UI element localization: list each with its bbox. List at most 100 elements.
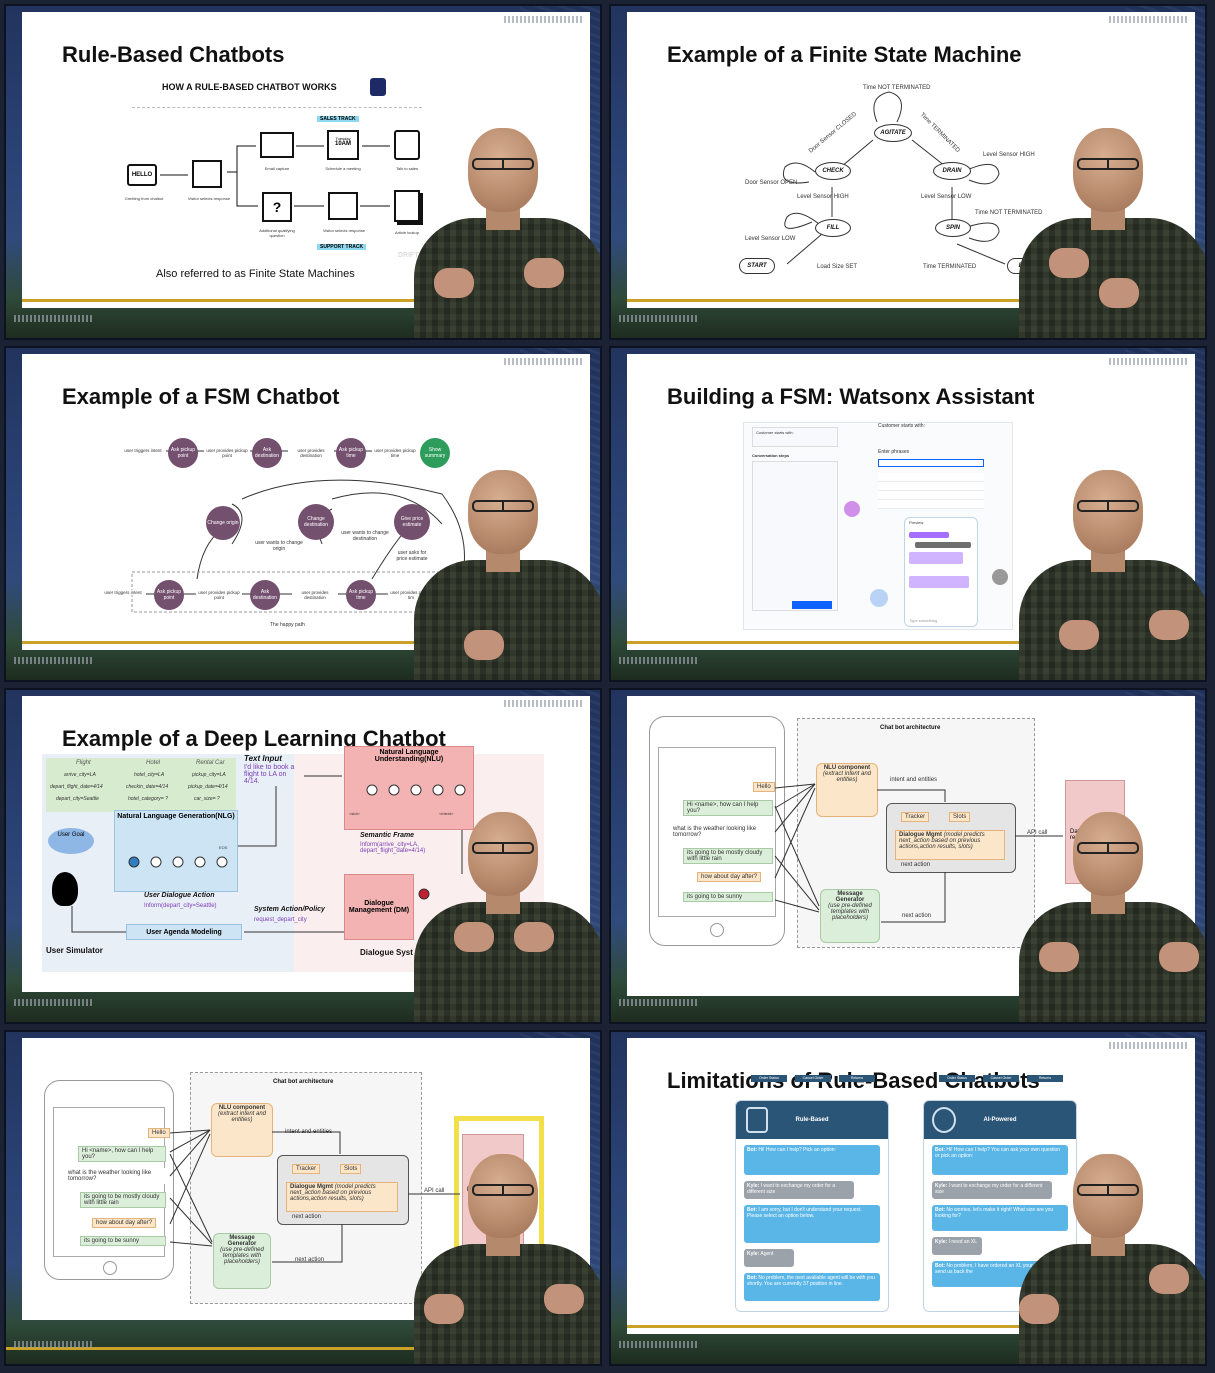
calendar-day: Tuesday <box>335 136 351 141</box>
ai-user-msg-2: Kyle: I need an XL <box>932 1237 982 1255</box>
slide-dots <box>1109 358 1187 365</box>
ai-bot3-text: No problem, I have ordered an XL your or… <box>935 1263 1055 1275</box>
dialogue-system-label: Dialogue Syst <box>360 948 413 957</box>
tile-finite-state-machine[interactable]: Example of a Finite State Machine AGITAT… <box>609 4 1207 340</box>
slots-box: Slots <box>340 1164 362 1174</box>
nlu-slot-tag: <slot> <box>349 811 360 816</box>
fsm-edge-label: user triggers intent <box>120 448 166 453</box>
option-button[interactable]: Returns <box>1027 1075 1063 1082</box>
preview-input[interactable]: Type something <box>909 618 938 623</box>
user-simulator-label: User Simulator <box>46 946 103 955</box>
home-button[interactable] <box>103 1261 117 1275</box>
slide-dots <box>504 358 582 365</box>
slide-title: Example of a Finite State Machine <box>667 42 1022 67</box>
tracker-box: Tracker <box>292 1164 321 1174</box>
bot-label: Bot: <box>935 1147 945 1153</box>
dm-title: Dialogue Mgmt <box>899 832 942 838</box>
new-step-button[interactable] <box>792 601 832 609</box>
ai-options: Order Status Cancel Order Returns <box>939 1075 1069 1169</box>
slot-f3: depart_city=Seattle <box>56 796 99 802</box>
tile-deep-learning-chatbot[interactable]: Example of a Deep Learning Chatbot Fligh… <box>4 688 602 1024</box>
architecture-title: Chat bot architecture <box>273 1079 334 1085</box>
tile-rule-based-chatbots[interactable]: Rule-Based Chatbots HOW A RULE-BASED CHA… <box>4 4 602 340</box>
slot-h3: hotel_category= ? <box>128 796 168 802</box>
user-dialogue-action-value: Inform(depart_city=Seattle) <box>144 903 217 909</box>
nlu-title: NLU component <box>218 1105 266 1111</box>
slide-dots <box>1109 1042 1187 1049</box>
mock-start-label: Customer starts with: <box>756 430 794 435</box>
text-input-value: I'd like to book a flight to LA on 4/14. <box>244 764 295 785</box>
tile-watsonx-assistant[interactable]: Building a FSM: Watsonx Assistant Custom… <box>609 346 1207 682</box>
nlu-component: NLU component (extract intent and entiti… <box>211 1103 273 1157</box>
user-goal-cloud: User Goal <box>48 828 94 854</box>
bot-label: Bot: <box>935 1263 945 1269</box>
bottom-dots <box>14 315 92 322</box>
option-button[interactable]: Order Status <box>939 1075 975 1082</box>
bot-label: Bot: <box>747 1207 757 1213</box>
slot-hotel: Hotel <box>146 760 161 766</box>
arch-edges <box>774 783 1063 923</box>
label-change-destination: user wants to change destination <box>341 530 389 542</box>
mock-start-panel: Customer starts with: <box>752 427 838 447</box>
state-start: START <box>739 258 775 274</box>
tile-limitations[interactable]: Limitations of Rule-Based Chatbots Rule-… <box>609 1030 1207 1366</box>
schedule-label: Schedule a meeting <box>325 166 361 171</box>
message-gen-title: Message Generator <box>835 891 865 903</box>
label-level-sensor-low-l: Level Sensor LOW <box>745 236 796 242</box>
option-button[interactable]: Order Status <box>751 1075 787 1082</box>
tile-chatbot-architecture-1[interactable]: Hello Hi <name>, how can I help you? wha… <box>609 688 1207 1024</box>
slide-title: Example of a FSM Chatbot <box>62 384 340 409</box>
gold-band <box>627 299 1195 302</box>
dm-group: Tracker Slots Dialogue Mgmt (model predi… <box>886 803 1016 873</box>
bottom-dots <box>619 1341 697 1348</box>
state-spin: SPIN <box>935 219 971 237</box>
architecture-box: Chat bot architecture NLU component (ext… <box>797 718 1035 948</box>
kyle-label: Kyle: <box>747 1183 760 1189</box>
message-gen-sub: (use pre-defined templates with placehol… <box>828 903 872 921</box>
robot-icon <box>746 1107 768 1133</box>
phone-icon <box>394 130 420 160</box>
api-call-label: API call <box>424 1188 445 1194</box>
nlu-sub: (extract intent and entities) <box>822 771 872 783</box>
label-door-sensor-open: Door Sensor OPEN <box>745 180 798 186</box>
dm-sub: (model predicts next_action based on pre… <box>290 1184 376 1202</box>
nlg-eos: EOS <box>219 845 228 850</box>
kyle-label: Kyle: <box>935 1183 948 1189</box>
presenter <box>999 108 1205 338</box>
slot-r3: car_size= ? <box>194 796 220 802</box>
question-icon: ? <box>262 192 292 222</box>
option-button[interactable]: Returns <box>839 1075 875 1082</box>
gold-band <box>6 1347 600 1350</box>
next-action-label-2: next action <box>902 913 932 919</box>
option-button[interactable]: Cancel Order <box>795 1075 831 1082</box>
msg-hello: Hello <box>753 782 775 792</box>
rb-options: Order Status Cancel Order Returns <box>751 1075 881 1169</box>
msg-hi-name: Hi <name>, how can I help you? <box>683 800 773 816</box>
dm-box: Dialogue Management (DM) <box>344 874 414 940</box>
additional-question-label: Additional qualifying question <box>259 228 295 238</box>
rb-bot3-text: No problem, the next available agent wil… <box>747 1275 875 1287</box>
option-button[interactable]: Cancel Order <box>983 1075 1019 1082</box>
slot-table: Flight Hotel Rental Car arrive_city=LA d… <box>46 758 236 812</box>
tile-fsm-chatbot[interactable]: Example of a FSM Chatbot user triggers i… <box>4 346 602 682</box>
presenter <box>999 792 1205 1022</box>
architecture-title: Chat bot architecture <box>880 725 941 731</box>
divider <box>132 107 422 108</box>
dm-sub: (model predicts next_action based on pre… <box>899 832 985 850</box>
menu-icon-2 <box>328 192 358 220</box>
home-button[interactable] <box>710 923 724 937</box>
tile-chatbot-architecture-2[interactable]: Hello Hi <name>, how can I help you? wha… <box>4 1030 602 1366</box>
conversation-steps <box>752 461 838 611</box>
rb-user-msg-2: Kyle: Agent <box>744 1249 794 1267</box>
user-agenda-box: User Agenda Modeling <box>126 924 242 940</box>
state-check: CHECK <box>815 162 851 180</box>
dm-box: Dialogue Mgmt (model predicts next_actio… <box>895 830 1005 860</box>
rb-bot-msg-3: Bot: No problem, the next available agen… <box>744 1273 880 1301</box>
flow-arrows <box>160 145 390 207</box>
label-level-sensor-low-r: Level Sensor LOW <box>921 194 972 200</box>
msg-mostly-cloudy: its going to be mostly cloudy with littl… <box>80 1192 166 1208</box>
slot-rental: Rental Car <box>196 760 225 766</box>
semantic-frame-value: Inform(arrive_city=LA, depart_flight_dat… <box>360 842 426 854</box>
label-time-terminated-b: Time TERMINATED <box>923 264 977 270</box>
phrase-input[interactable] <box>878 459 984 467</box>
